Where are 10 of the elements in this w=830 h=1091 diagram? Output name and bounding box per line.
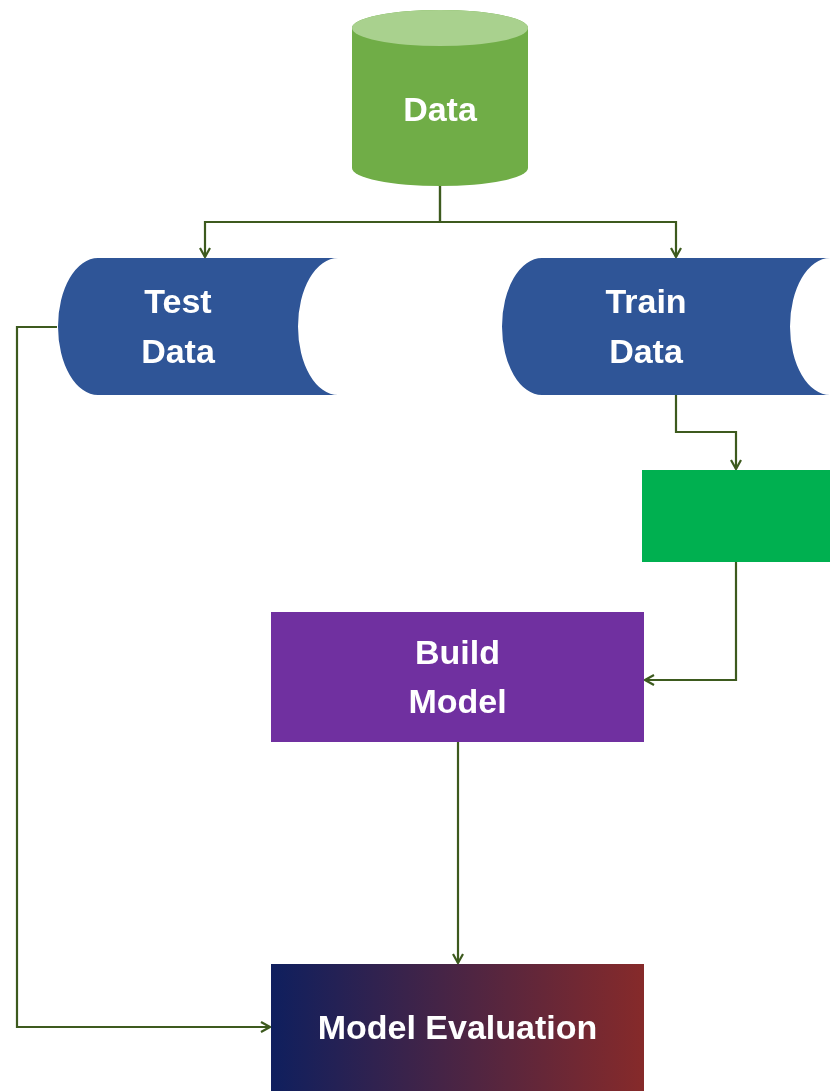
arrow	[438, 186, 683, 259]
arrow	[451, 742, 465, 965]
node-label: Train Data	[604, 281, 688, 372]
arrow	[643, 562, 738, 687]
node-label: Data	[403, 89, 477, 131]
node-label: Build Model	[407, 631, 508, 722]
node-label: Test Data	[140, 281, 216, 372]
arrow	[15, 325, 272, 1034]
node-label: Model Evaluation	[317, 1006, 598, 1048]
arrow	[674, 395, 743, 471]
